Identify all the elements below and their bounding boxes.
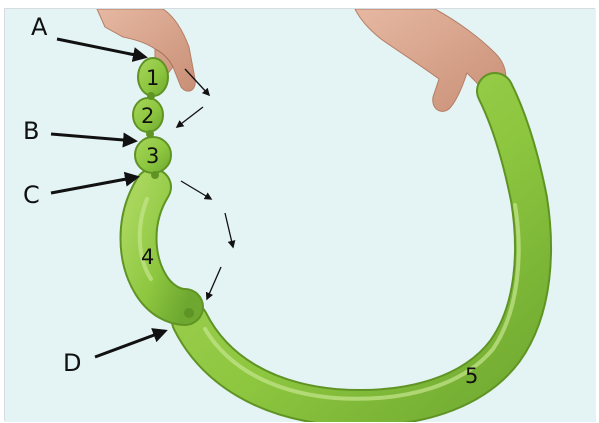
bubble-number-2: 2: [141, 104, 154, 128]
twist-knot: [146, 130, 154, 138]
label-c: C: [23, 181, 40, 209]
twist-knot: [184, 308, 194, 318]
figure-canvas: A B C D 1 2 3 4 5: [5, 9, 596, 422]
label-a: A: [31, 13, 48, 41]
bubble-number-4: 4: [141, 245, 154, 269]
bubble-number-3: 3: [146, 144, 159, 168]
twist-knot: [151, 171, 159, 179]
label-d: D: [63, 349, 81, 377]
twist-knot: [147, 92, 155, 100]
label-b: B: [23, 117, 39, 145]
bubble-number-1: 1: [146, 66, 159, 90]
balloon-twisting-figure: A B C D 1 2 3 4 5: [4, 8, 595, 421]
bubble-number-5: 5: [465, 364, 478, 388]
